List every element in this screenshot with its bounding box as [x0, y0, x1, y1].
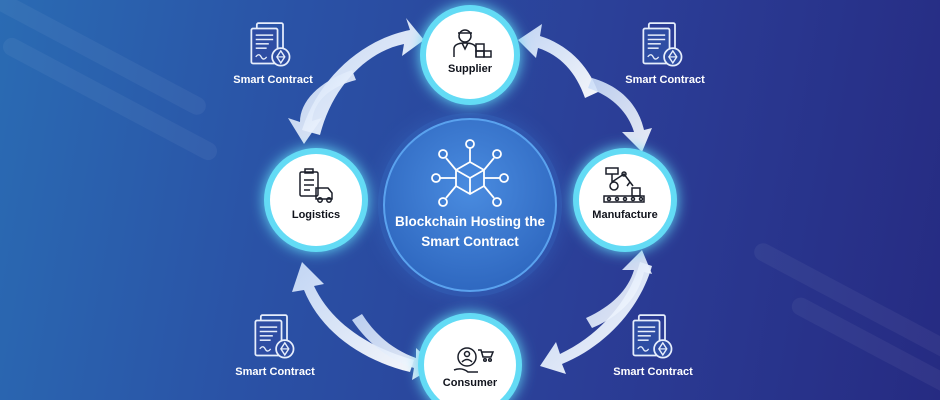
smart-contract-label-top-left: Smart Contract [233, 74, 313, 86]
smart-contract-label-bottom-right: Smart Contract [613, 366, 693, 378]
contract-document-icon [254, 314, 295, 359]
contract-document-icon [632, 314, 673, 359]
supplier-label: Supplier [447, 63, 492, 75]
center-node [378, 113, 562, 297]
logistics-label: Logistics [291, 209, 341, 221]
consumer-label: Consumer [442, 377, 498, 389]
worker-with-boxes-icon [453, 29, 492, 58]
consumer-node [418, 313, 522, 400]
arrow-consumer-to-manufacture [586, 250, 652, 328]
smart-contract-label-bottom-left: Smart Contract [235, 366, 315, 378]
contract-document-icon [250, 22, 291, 67]
manufacture-label: Manufacture [592, 209, 658, 221]
clipboard-and-truck-icon [299, 168, 333, 203]
arrow-logistics-to-consumer [352, 314, 436, 380]
arrow-supplier-to-manufacture [588, 78, 652, 152]
blockchain-network-cube-icon [431, 139, 509, 207]
supplier-node [420, 5, 520, 105]
contract-document-icon [642, 22, 683, 67]
arrow-manufacture-to-supplier [518, 24, 598, 98]
hand-with-person-and-cart-icon [453, 347, 495, 373]
center-label: Blockchain Hosting the Smart Contract [394, 214, 546, 249]
robotic-arm-conveyor-icon [603, 167, 645, 203]
smart-contract-label-top-right: Smart Contract [625, 74, 705, 86]
logistics-node [264, 148, 368, 252]
arrow-supplier-to-logistics [288, 70, 356, 144]
